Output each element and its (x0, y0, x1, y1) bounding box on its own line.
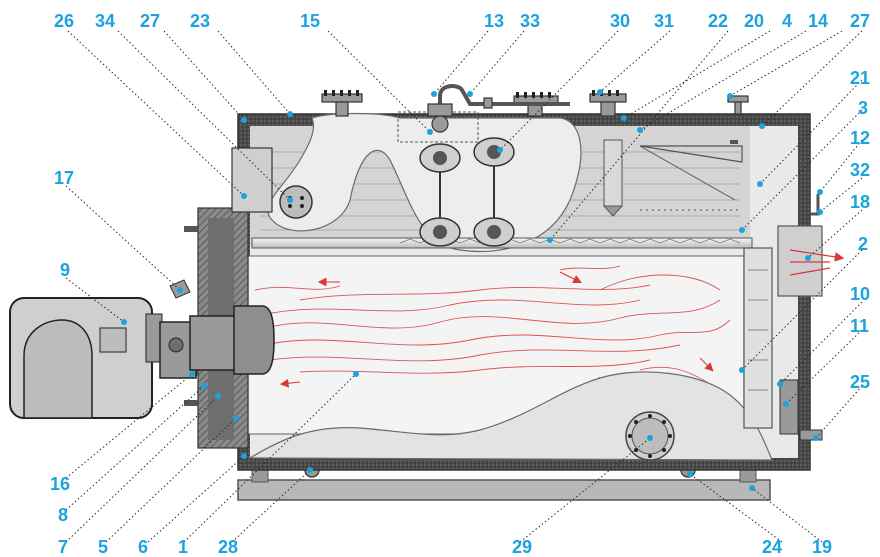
callout-27-top-right: 27 (850, 11, 870, 31)
callout-3: 3 (858, 98, 868, 118)
safety-valve-piping (438, 84, 570, 126)
callout-4: 4 (782, 11, 792, 31)
valve-bodies (427, 97, 493, 133)
callout-19: 19 (812, 537, 832, 557)
callout-30: 30 (610, 11, 630, 31)
callout-14: 14 (808, 11, 828, 31)
callout-26: 26 (54, 11, 74, 31)
callout-5: 5 (98, 537, 108, 557)
callout-16: 16 (50, 474, 70, 494)
callout-22: 22 (708, 11, 728, 31)
callout-20: 20 (744, 11, 764, 31)
callout-34: 34 (95, 11, 115, 31)
flue-gas-arrows (789, 249, 845, 276)
callout-13: 13 (484, 11, 504, 31)
callout-2: 2 (858, 234, 868, 254)
callout-1: 1 (178, 537, 188, 557)
callout-8: 8 (58, 505, 68, 525)
top-nozzles (321, 93, 749, 117)
callout-27-top-left: 27 (140, 11, 160, 31)
callout-24: 24 (762, 537, 782, 557)
callout-17: 17 (54, 168, 74, 188)
steam-separator (602, 139, 743, 217)
leader-lines (65, 30, 863, 543)
callout-6: 6 (138, 537, 148, 557)
burner (9, 297, 275, 419)
callout-32: 32 (850, 160, 870, 180)
callout-23: 23 (190, 11, 210, 31)
callout-labels: 26 34 27 23 15 13 33 30 31 22 20 4 14 27… (50, 11, 870, 557)
callout-29: 29 (512, 537, 532, 557)
level-gauges (419, 137, 515, 247)
callout-25: 25 (850, 372, 870, 392)
callout-9: 9 (60, 260, 70, 280)
callout-15: 15 (300, 11, 320, 31)
anchor-dots (121, 89, 823, 491)
rear-pipe (810, 194, 820, 216)
callout-7: 7 (58, 537, 68, 557)
rear-smokebox (743, 225, 823, 441)
callout-28: 28 (218, 537, 238, 557)
callout-11: 11 (850, 316, 869, 336)
callout-31: 31 (654, 11, 674, 31)
callout-18: 18 (850, 192, 870, 212)
callout-33: 33 (520, 11, 540, 31)
callout-21: 21 (850, 68, 870, 88)
base-frame (237, 465, 771, 501)
callout-10: 10 (850, 284, 870, 304)
callout-12: 12 (850, 128, 870, 148)
